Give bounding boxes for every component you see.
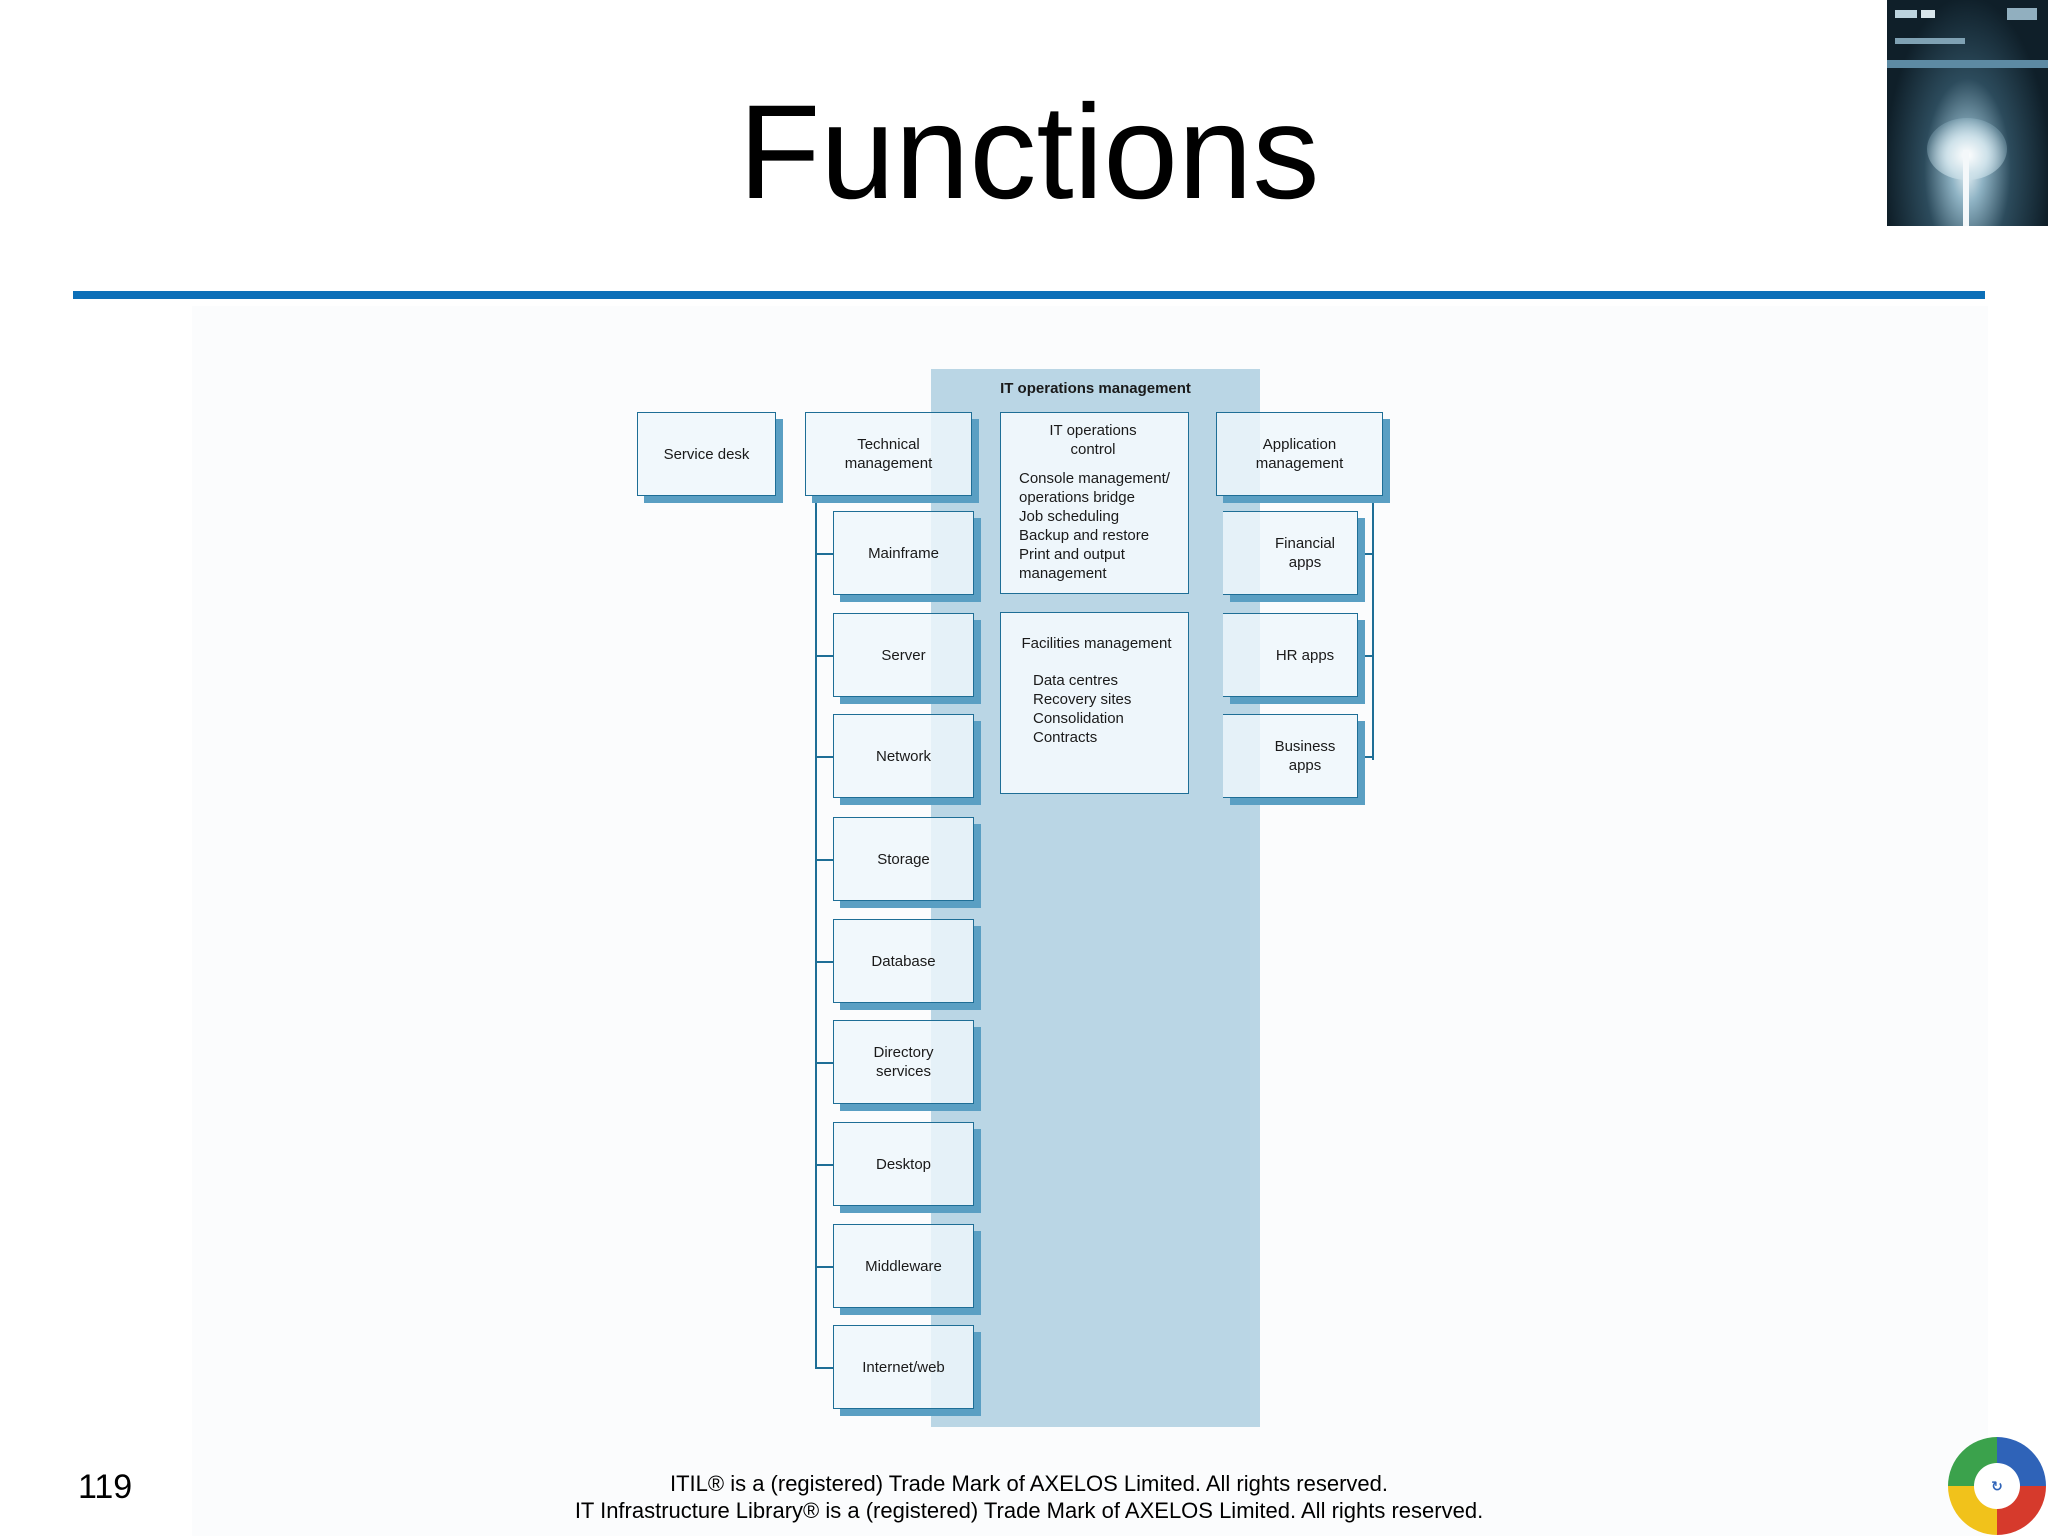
technical-child-label: Internet/web	[862, 1358, 945, 1376]
ops-control-item: Print and output	[1019, 546, 1125, 563]
technical-management-label: Technical management	[844, 436, 933, 472]
pdca-logo-arrow-icon: ↻	[1991, 1477, 2003, 1494]
facilities-management-items: Data centres Recovery sites Consolidatio…	[1033, 671, 1178, 747]
technical-child-box: Server	[833, 613, 974, 697]
footer-line-1: ITIL® is a (registered) Trade Mark of AX…	[669, 1471, 1389, 1496]
technical-child-label: Directory services	[873, 1044, 934, 1080]
page-number: 119	[78, 1468, 133, 1506]
service-desk-label: Service desk	[663, 445, 750, 463]
application-connector-tick	[1358, 756, 1374, 758]
footer-trademark: ITIL® is a (registered) Trade Mark of AX…	[0, 1470, 2048, 1524]
cover-logo-mark	[1895, 10, 1917, 18]
technical-child-label: Middleware	[865, 1257, 942, 1275]
technical-child-box: Network	[833, 714, 974, 798]
technical-connector-tick	[815, 1266, 833, 1268]
it-operations-management-title: IT operations management	[1000, 380, 1191, 397]
technical-child-label: Server	[881, 646, 926, 664]
service-desk-box: Service desk	[637, 412, 776, 496]
technical-connector-tick	[815, 1062, 833, 1064]
technical-connector-vertical	[815, 496, 817, 1368]
facilities-management-panel: Facilities management Data centres Recov…	[1000, 612, 1189, 794]
cover-band	[1887, 60, 2048, 68]
technical-connector-tick	[815, 655, 833, 657]
book-cover-thumbnail	[1887, 0, 2048, 226]
application-child-label: HR apps	[1275, 646, 1335, 664]
ops-control-item: management	[1019, 565, 1107, 582]
technical-child-label: Network	[875, 747, 931, 765]
it-operations-control-panel: IT operations control Console management…	[1000, 412, 1189, 594]
cover-publisher-mark	[2007, 8, 2037, 20]
technical-connector-tick	[815, 1367, 833, 1369]
application-child-box: Financial apps	[1223, 511, 1358, 595]
application-management-box: Application management	[1216, 412, 1383, 496]
ops-control-item: Backup and restore	[1019, 527, 1150, 544]
technical-child-label: Database	[871, 952, 936, 970]
application-child-box: HR apps	[1223, 613, 1358, 697]
technical-child-box: Mainframe	[833, 511, 974, 595]
application-child-label: Business apps	[1274, 738, 1336, 774]
application-child-label: Financial apps	[1274, 535, 1336, 571]
technical-connector-tick	[815, 961, 833, 963]
technical-child-label: Desktop	[875, 1155, 932, 1173]
facilities-item: Consolidation	[1033, 710, 1124, 727]
technical-child-box: Middleware	[833, 1224, 974, 1308]
technical-connector-tick	[815, 1164, 833, 1166]
technical-child-box: Desktop	[833, 1122, 974, 1206]
technical-child-box: Storage	[833, 817, 974, 901]
ops-control-item: Console management/	[1019, 470, 1170, 487]
technical-connector-tick	[815, 553, 833, 555]
pdca-logo-center: ↻	[1974, 1463, 2020, 1509]
technical-connector-tick	[815, 859, 833, 861]
technical-child-box: Directory services	[833, 1020, 974, 1104]
facilities-item: Recovery sites	[1033, 691, 1132, 708]
application-management-label: Application management	[1255, 436, 1344, 472]
technical-connector-tick	[815, 756, 833, 758]
cover-flower-stem	[1963, 150, 1969, 226]
it-operations-control-items: Console management/ operations bridge Jo…	[1019, 469, 1178, 583]
application-connector-tick	[1358, 553, 1374, 555]
facilities-management-title: Facilities management	[1021, 635, 1172, 652]
cover-logo-text	[1921, 10, 1935, 18]
cover-subtitle-bar	[1895, 38, 1965, 44]
title-divider	[73, 291, 1985, 299]
pdca-cycle-logo: ↻	[1948, 1437, 2046, 1535]
facilities-item: Contracts	[1033, 729, 1098, 746]
ops-control-item: operations bridge	[1019, 489, 1135, 506]
technical-management-box: Technical management	[805, 412, 972, 496]
technical-child-label: Storage	[877, 850, 930, 868]
ops-control-item: Job scheduling	[1019, 508, 1120, 525]
application-child-box: Business apps	[1223, 714, 1358, 798]
technical-child-label: Mainframe	[868, 544, 939, 562]
technical-child-box: Database	[833, 919, 974, 1003]
technical-child-box: Internet/web	[833, 1325, 974, 1409]
page-title: Functions	[738, 78, 1320, 227]
application-connector-vertical	[1372, 496, 1374, 760]
application-connector-tick	[1358, 655, 1374, 657]
facilities-item: Data centres	[1033, 672, 1119, 689]
it-operations-control-title: IT operations control	[1049, 422, 1137, 458]
footer-line-2: IT Infrastructure Library® is a (registe…	[574, 1498, 1484, 1523]
